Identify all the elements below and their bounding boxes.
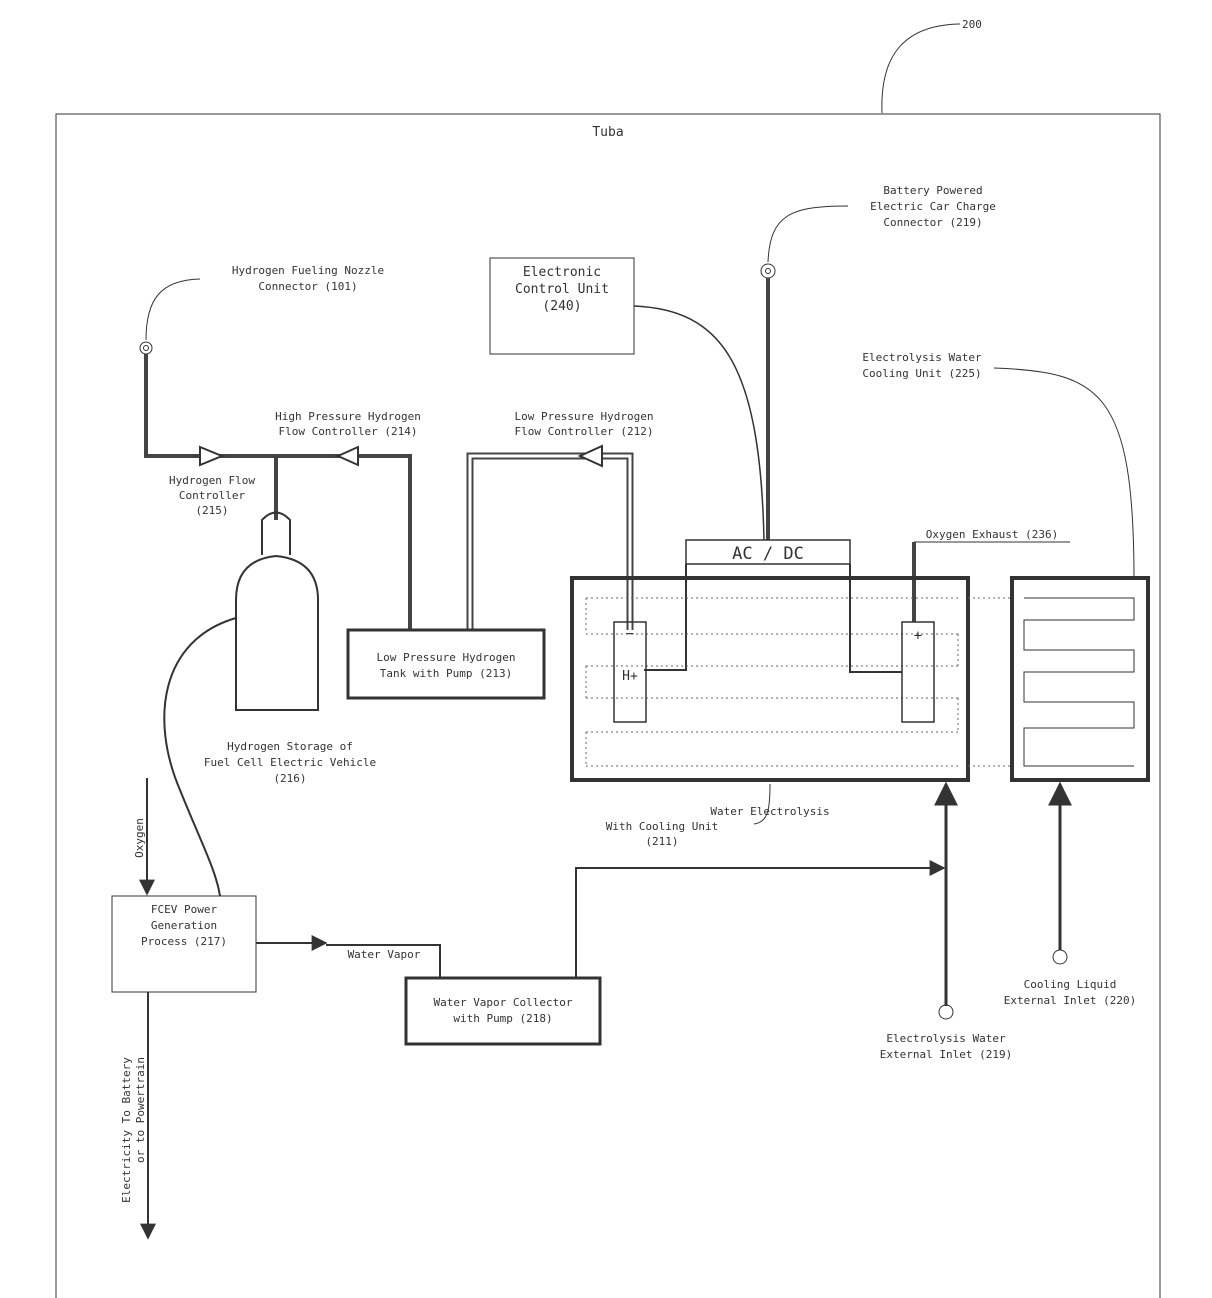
cooling-unit-label: Cooling Unit (225)	[862, 367, 981, 380]
lp-tank-box	[348, 630, 544, 698]
nozzle-connector-icon	[144, 346, 149, 351]
hplus-label: H+	[622, 669, 638, 684]
lp-controller-label: Low Pressure Hydrogen	[514, 410, 653, 423]
cooling-inlet-label: External Inlet (220)	[1004, 994, 1136, 1007]
frame-title: Tuba	[592, 125, 623, 140]
charge-connector-label: Battery Powered	[883, 184, 982, 197]
h2-flow-controller-label: Controller	[179, 489, 246, 502]
water-inlet-label: External Inlet (219)	[880, 1048, 1012, 1061]
hp-controller-label: Flow Controller (214)	[278, 425, 417, 438]
cooling-unit-box	[1012, 578, 1148, 780]
cooling-inlet-icon	[1053, 950, 1067, 964]
collector-return-line	[576, 868, 944, 978]
ecu-label: Electronic	[523, 265, 601, 280]
nozzle-label: Hydrogen Fueling Nozzle	[232, 264, 384, 277]
nozzle-label: Connector (101)	[258, 280, 357, 293]
lp-tank-label: Low Pressure Hydrogen	[376, 651, 515, 664]
nozzle-connector-icon	[140, 342, 152, 354]
fcev-label: Generation	[151, 919, 217, 932]
fcev-label: FCEV Power	[151, 903, 218, 916]
flow-arrow-icon	[200, 447, 222, 465]
charge-connector-icon	[766, 269, 771, 274]
cooling-unit-label: Electrolysis Water	[862, 351, 982, 364]
electricity-label: Electricity To Battery	[120, 1057, 133, 1203]
hydrogen-cylinder	[236, 556, 318, 710]
coolant-link	[968, 598, 1012, 766]
hp-controller-label: High Pressure Hydrogen	[275, 410, 421, 423]
water-inlet-label: Electrolysis Water	[886, 1032, 1006, 1045]
lp-controller-label: Flow Controller (212)	[514, 425, 653, 438]
ecu-line	[634, 306, 764, 540]
lp-pipe	[470, 456, 630, 630]
leader-line	[754, 784, 770, 824]
charge-connector-label: Electric Car Charge	[870, 200, 996, 213]
h2-storage-label: Hydrogen Storage of	[227, 740, 353, 753]
collector-label: Water Vapor Collector	[433, 996, 572, 1009]
cooling-coil	[1024, 598, 1134, 766]
electrolysis-label: With Cooling Unit	[606, 820, 719, 833]
ecu-label: Control Unit	[515, 282, 609, 297]
h2-flow-controller-label: Hydrogen Flow	[169, 474, 255, 487]
lp-tank-label: Tank with Pump (213)	[380, 667, 512, 680]
electrolysis-label: (211)	[645, 835, 678, 848]
charge-connector-label: Connector (219)	[883, 216, 982, 229]
flow-arrow-icon	[580, 446, 602, 466]
flow-arrow-icon	[338, 447, 358, 465]
leader-line	[994, 368, 1134, 580]
h2-storage-label: Fuel Cell Electric Vehicle	[204, 756, 376, 769]
figure-ref-leader	[882, 24, 960, 113]
ecu-label: (240)	[542, 299, 581, 314]
charge-connector-icon	[761, 264, 775, 278]
minus-sign: −	[626, 626, 634, 642]
oxygen-label: Oxygen	[133, 818, 146, 858]
collector-label: with Pump (218)	[453, 1012, 552, 1025]
lp-pipe	[470, 456, 630, 630]
fcev-label: Process (217)	[141, 935, 227, 948]
water-vapor-label: Water Vapor	[348, 948, 421, 961]
cooling-inlet-label: Cooling Liquid	[1024, 978, 1117, 991]
plus-sign: +	[914, 628, 922, 644]
collector-box	[406, 978, 600, 1044]
electricity-label: or to Powertrain	[134, 1057, 147, 1163]
acdc-label: AC / DC	[732, 544, 804, 564]
figure-ref: 200	[962, 18, 982, 31]
water-inlet-icon	[939, 1005, 953, 1019]
electrolysis-label: Water Electrolysis	[710, 805, 829, 818]
leader-line	[146, 279, 200, 340]
h2-flow-controller-label: (215)	[195, 504, 228, 517]
leader-line	[768, 206, 848, 262]
oxygen-exhaust-label: Oxygen Exhaust (236)	[926, 528, 1058, 541]
acdc-line	[850, 564, 902, 672]
h2-storage-label: (216)	[273, 772, 306, 785]
